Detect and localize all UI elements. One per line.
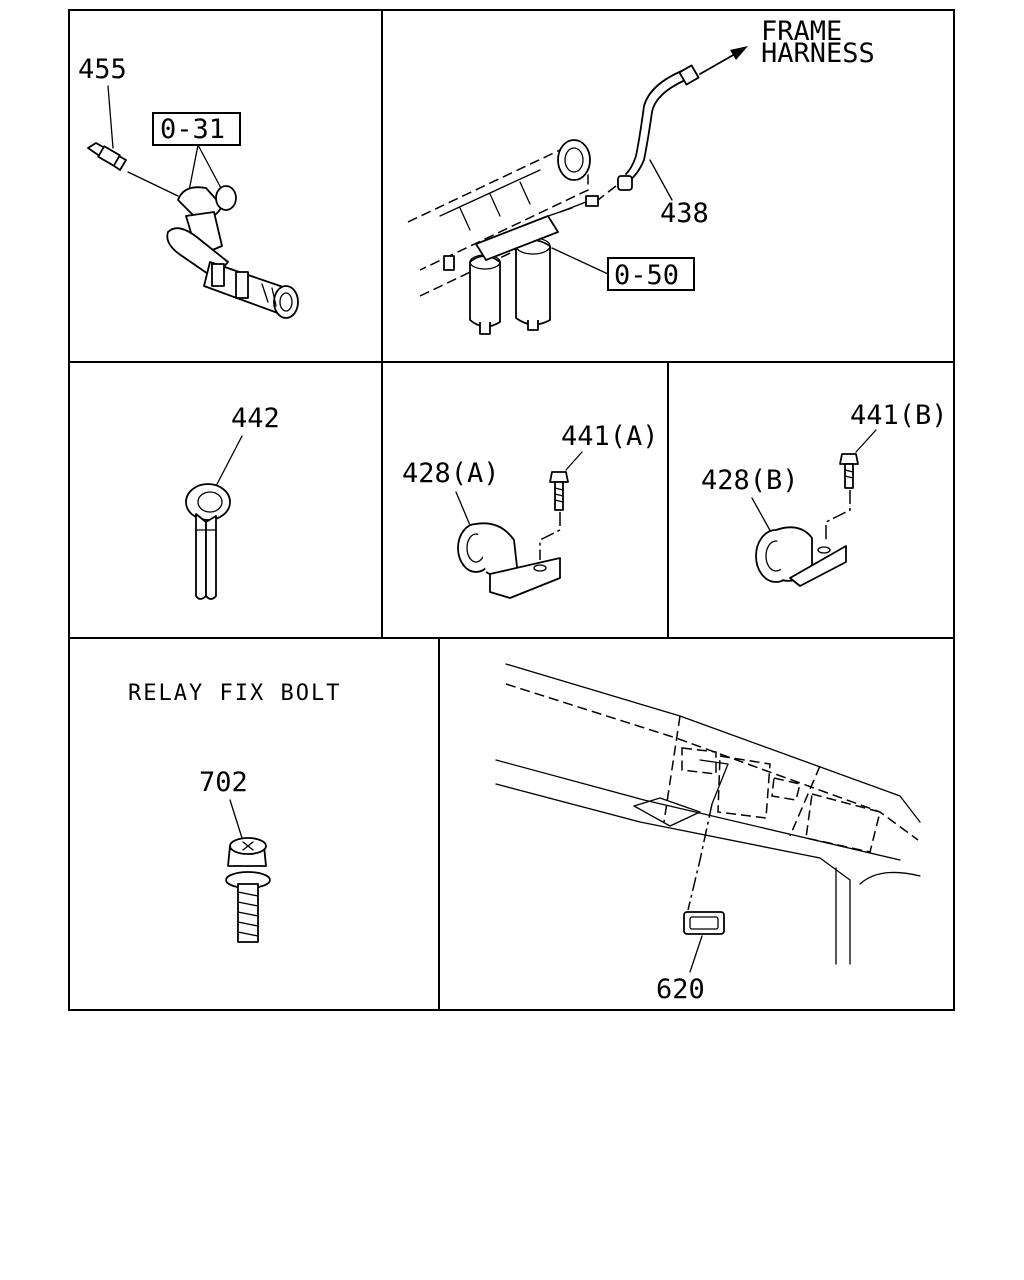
bolt-label-441b: 441(B) [850, 400, 948, 431]
roof-drawing [495, 663, 921, 965]
band-drawing [185, 483, 231, 600]
part-label-702: 702 [199, 767, 248, 798]
bolt-441a [539, 471, 569, 560]
leader-702 [229, 799, 243, 839]
sensor-drawing [87, 142, 299, 319]
harness-label-line1: FRAME [761, 16, 842, 47]
leader-441b [855, 429, 877, 453]
leader-442 [213, 435, 243, 491]
panel-grid [68, 9, 955, 1011]
relay-fix-bolt-drawing [225, 837, 271, 943]
leader-428b [751, 497, 773, 535]
part-label-455: 455 [78, 54, 127, 85]
harness-arrow [699, 46, 748, 75]
harness-label-line2: HARNESS [761, 38, 875, 69]
panel-band: 442 [185, 403, 280, 600]
lamp-620 [683, 911, 725, 935]
harness-cable [559, 64, 700, 213]
leader-0-31-b [197, 144, 223, 191]
clip-428b [755, 526, 847, 587]
clip-label-428b: 428(B) [701, 465, 799, 496]
ref-box-0-31: 0-31 [152, 112, 241, 146]
part-label-442: 442 [231, 403, 280, 434]
panel-relay-bolt: RELAY FIX BOLT 702 [128, 681, 341, 943]
panel-clip-a: 441(A) 428(A) [402, 421, 659, 599]
leader-441a [565, 451, 583, 471]
clip-428a [457, 522, 561, 599]
relay-fix-bolt-title: RELAY FIX BOLT [128, 681, 341, 706]
leader-0-50 [551, 247, 609, 275]
engine-drawing [407, 139, 591, 335]
leader-620 [689, 935, 703, 973]
part-label-620: 620 [656, 974, 705, 1005]
ref-box-0-50: 0-50 [607, 257, 695, 291]
panel-roof: 620 [495, 663, 921, 1005]
panel-fuel-filter: FRAME HARNESS 438 0-50 [407, 16, 875, 335]
panel-clip-b: 441(B) 428(B) [701, 400, 948, 587]
part-label-438: 438 [660, 198, 709, 229]
ref-label-0-31: 0-31 [160, 114, 225, 145]
leader-438 [649, 159, 673, 201]
panel-sensor: 455 0-31 [78, 54, 299, 319]
leader-428a [455, 491, 473, 531]
bolt-441b [825, 453, 859, 540]
leader-455 [107, 85, 114, 149]
bolt-label-441a: 441(A) [561, 421, 659, 452]
clip-label-428a: 428(A) [402, 458, 500, 489]
ref-label-0-50: 0-50 [614, 260, 679, 291]
